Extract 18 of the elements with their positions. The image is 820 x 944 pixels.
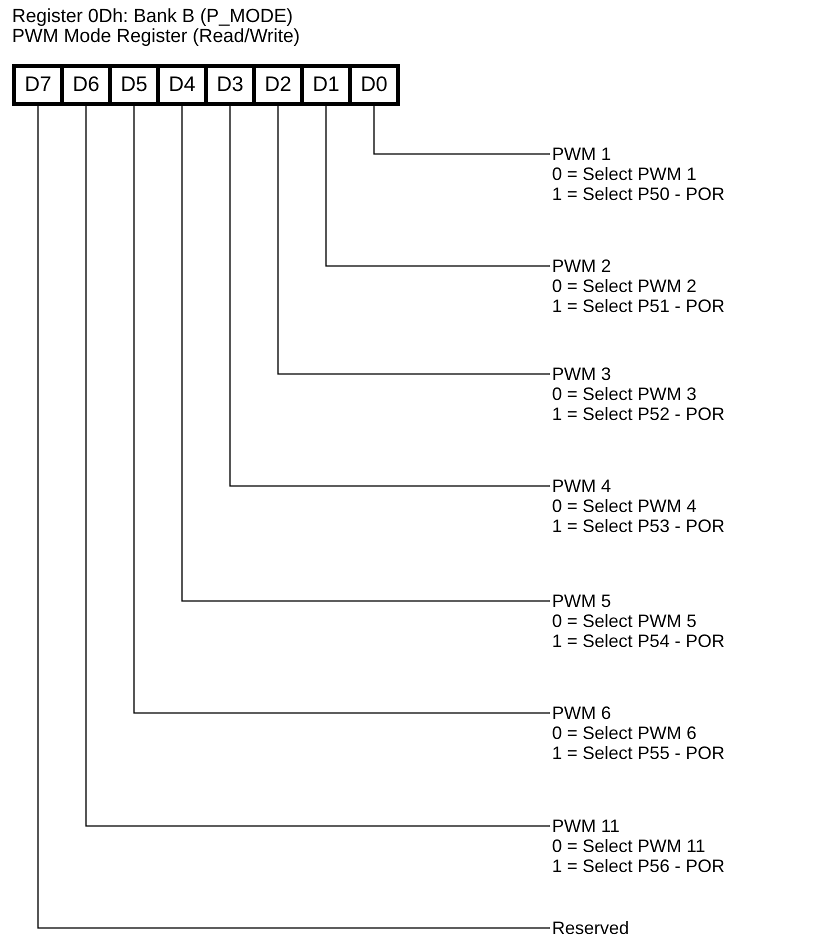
leader-line: [37, 106, 550, 929]
bit-description: PWM 1 0 = Select PWM 1 1 = Select P50 - POR: [552, 144, 725, 204]
bit-description: PWM 6 0 = Select PWM 6 1 = Select P55 - POR: [552, 703, 725, 763]
bit-description: PWM 3 0 = Select PWM 3 1 = Select P52 - POR: [552, 364, 725, 424]
leader-line: [325, 106, 550, 267]
bit-description: PWM 5 0 = Select PWM 5 1 = Select P54 - POR: [552, 591, 725, 651]
leader-line: [133, 106, 550, 714]
leader-line: [85, 106, 550, 827]
bit-description: PWM 4 0 = Select PWM 4 1 = Select P53 - POR: [552, 476, 725, 536]
register-subtitle: PWM Mode Register (Read/Write): [12, 27, 300, 47]
leader-line: [277, 106, 550, 375]
leader-line: [373, 106, 550, 155]
bit-description: Reserved: [552, 918, 630, 938]
bit-description: PWM 2 0 = Select PWM 2 1 = Select P51 - POR: [552, 256, 725, 316]
register-title: Register 0Dh: Bank B (P_MODE): [12, 7, 293, 27]
leader-line: [181, 106, 550, 602]
leader-line: [229, 106, 550, 487]
bit-description: PWM 11 0 = Select PWM 11 1 = Select P56 - POR: [552, 816, 725, 876]
